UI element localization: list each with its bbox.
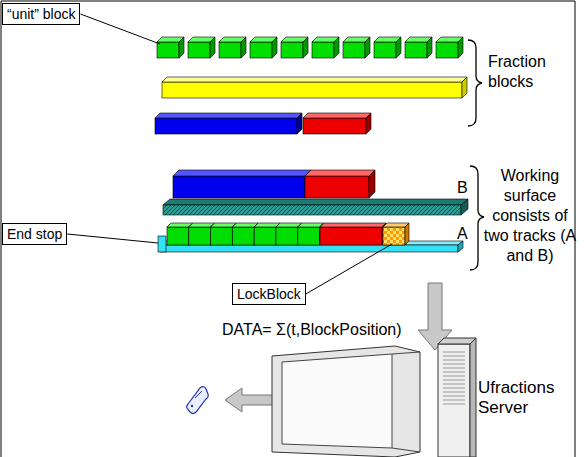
leader-line <box>67 234 158 243</box>
unit-block <box>167 223 193 227</box>
unit-block <box>396 37 401 58</box>
unit-block <box>241 37 246 58</box>
label-box: LockBlock <box>232 283 306 305</box>
unit-block <box>272 37 277 58</box>
grill-line <box>443 360 465 361</box>
red-block <box>320 223 386 227</box>
text-label: A <box>457 224 468 244</box>
red-block <box>320 227 382 245</box>
grill-line <box>443 352 465 353</box>
unit-block <box>374 42 396 58</box>
grill-line <box>443 364 465 365</box>
unit-block <box>276 223 302 227</box>
unit-block <box>210 37 215 58</box>
yellow-block <box>162 82 462 98</box>
box-label: LockBlock <box>237 286 301 302</box>
red-block <box>366 113 371 134</box>
box-label: End stop <box>7 226 62 242</box>
unit-block <box>436 42 458 58</box>
grill-line <box>443 368 465 369</box>
unit-block <box>405 42 427 58</box>
track-b <box>163 199 468 205</box>
unit-block <box>188 42 210 58</box>
grill-line <box>443 384 465 385</box>
unit-block <box>427 37 432 58</box>
unit-block <box>189 223 215 227</box>
unit-block <box>189 227 211 245</box>
unit-block <box>303 37 308 58</box>
leader-line <box>306 244 392 294</box>
phone-icon <box>187 387 209 414</box>
unit-block <box>254 223 280 227</box>
text-label: Ufractions Server <box>478 378 574 418</box>
box-label: “unit” block <box>7 6 75 22</box>
track-a <box>160 245 458 252</box>
unit-block <box>157 42 179 58</box>
grill-line <box>443 396 465 397</box>
brace <box>468 40 482 126</box>
grill-line <box>443 392 465 393</box>
yellow-block <box>462 77 467 98</box>
blue-block <box>155 113 302 118</box>
lock-block <box>405 223 409 245</box>
unit-block <box>276 227 298 245</box>
unit-block <box>232 223 258 227</box>
unit-block <box>458 37 463 58</box>
unit-block <box>232 227 254 245</box>
grill-line <box>443 372 465 373</box>
unit-block <box>167 227 189 245</box>
unit-block <box>298 227 320 245</box>
track-a <box>458 241 463 252</box>
unit-block <box>298 223 324 227</box>
grill-line <box>443 400 465 401</box>
unit-block <box>211 227 233 245</box>
unit-block <box>211 223 237 227</box>
unit-block <box>179 37 184 58</box>
track-b <box>461 199 468 215</box>
blue-block <box>173 170 311 176</box>
grill-line <box>443 388 465 389</box>
red-block <box>305 170 375 176</box>
label-box: “unit” block <box>2 3 80 25</box>
unit-block <box>365 37 370 58</box>
red-block <box>303 113 371 118</box>
computer <box>272 338 476 457</box>
leader-line <box>80 14 160 44</box>
end-stop <box>158 236 166 252</box>
label-box: End stop <box>2 223 67 245</box>
red-block <box>305 176 369 198</box>
grill-line <box>443 380 465 381</box>
track-b <box>163 205 461 215</box>
blue-block <box>297 113 302 134</box>
brace <box>470 166 484 270</box>
unit-block <box>343 42 365 58</box>
blue-block <box>173 176 305 198</box>
text-label: B <box>457 178 468 198</box>
lock-block <box>383 223 409 227</box>
grill-line <box>443 376 465 377</box>
grill-line <box>443 404 465 405</box>
yellow-block <box>162 77 467 82</box>
text-label: Fraction blocks <box>488 52 568 92</box>
lock-block <box>383 227 405 245</box>
unit-block <box>250 42 272 58</box>
red-block <box>369 170 375 198</box>
red-block <box>303 118 366 134</box>
unit-block <box>312 42 334 58</box>
unit-block <box>334 37 339 58</box>
grill-line <box>443 356 465 357</box>
blue-block <box>155 118 297 134</box>
unit-block <box>254 227 276 245</box>
unit-block <box>281 42 303 58</box>
unit-block <box>219 42 241 58</box>
text-label: DATA= Σ(t,BlockPosition) <box>222 320 402 340</box>
text-label: Working surface consists of two tracks (… <box>482 166 578 266</box>
